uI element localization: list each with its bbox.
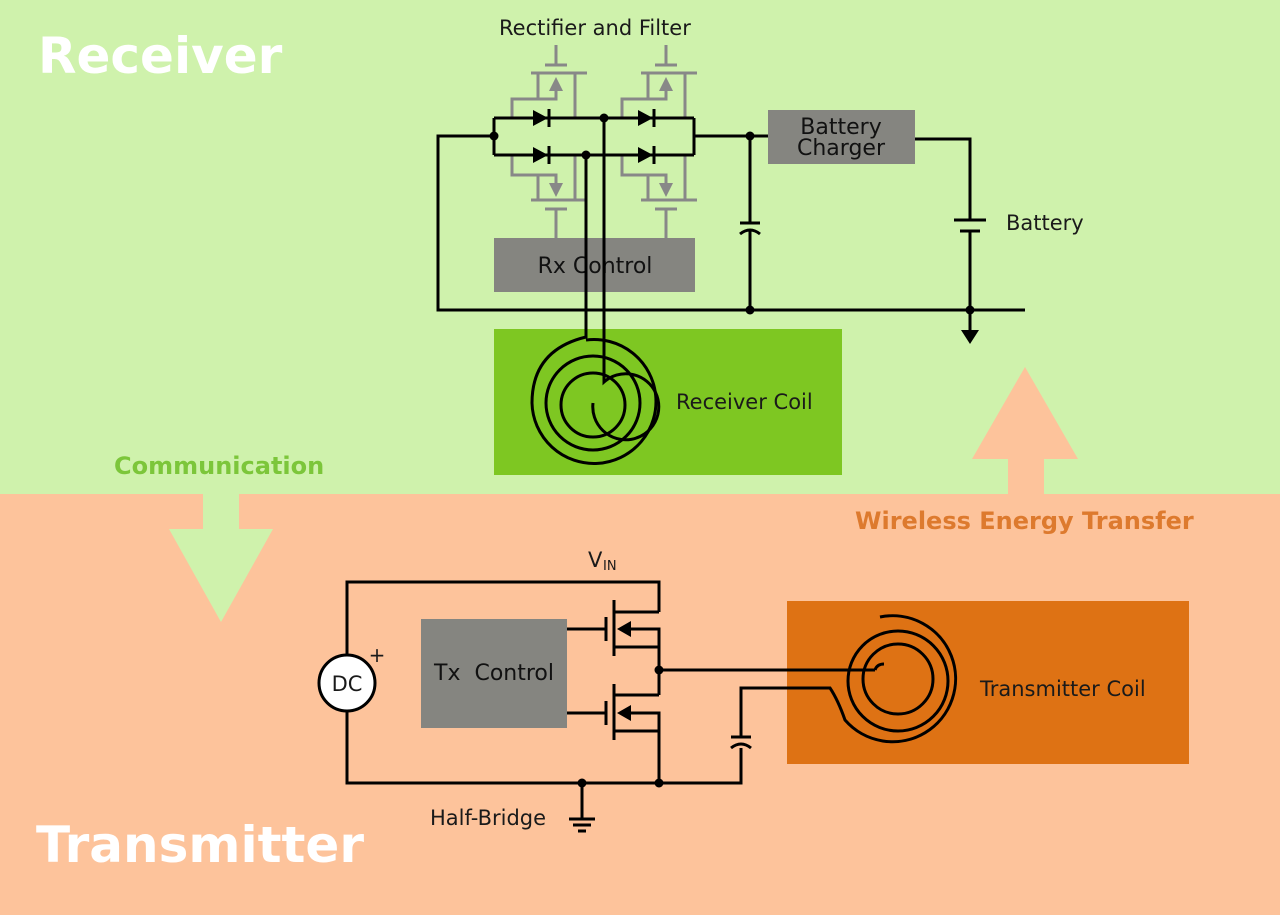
battery-charger-line1: Battery xyxy=(800,115,881,140)
diode-icon xyxy=(638,109,656,127)
dc-polarity: + xyxy=(369,643,386,667)
receiver-coil-label: Receiver Coil xyxy=(676,390,813,414)
half-bridge-label: Half-Bridge xyxy=(430,806,546,830)
ground-icon xyxy=(569,817,595,833)
mosfet-icon xyxy=(510,45,587,117)
rx-control-label: Rx Control xyxy=(538,254,653,279)
battery-charger-line2: Charger xyxy=(797,136,886,161)
coil-icon xyxy=(787,614,958,744)
rectifier-label: Rectifier and Filter xyxy=(499,16,691,40)
diode-icon xyxy=(533,146,551,164)
mosfet-icon xyxy=(620,45,697,117)
mosfet-icon xyxy=(620,155,697,238)
svg-text:IN: IN xyxy=(603,559,617,574)
ground-arrow-icon xyxy=(961,330,979,344)
coil-icon xyxy=(530,310,661,465)
battery-label: Battery xyxy=(1006,211,1084,235)
diode-icon xyxy=(638,146,656,164)
svg-text:V: V xyxy=(588,548,603,572)
dc-label: DC xyxy=(332,672,363,696)
energy-transfer-arrow xyxy=(972,367,1078,494)
rx-control-block: Rx Control xyxy=(494,238,695,292)
dc-source: DC + xyxy=(317,643,386,713)
transmitter-title: Transmitter xyxy=(36,816,364,874)
communication-label: Communication xyxy=(114,452,324,480)
rectifier-mosfets xyxy=(510,45,697,238)
battery-charger-block: Battery Charger xyxy=(768,110,915,164)
half-bridge-circuit: DC + xyxy=(317,580,880,833)
transmitter-coil-block: Transmitter Coil xyxy=(787,601,1189,764)
receiver-title: Receiver xyxy=(38,27,283,85)
mosfet-icon xyxy=(510,155,587,238)
diode-icon xyxy=(533,109,551,127)
tx-control-block: Tx Control xyxy=(421,619,567,728)
energy-transfer-label: Wireless Energy Transfer xyxy=(855,507,1194,535)
high-side-mosfet-icon xyxy=(567,600,661,656)
receiver-coil-block: Receiver Coil xyxy=(494,310,842,475)
communication-arrow xyxy=(169,494,273,622)
rectifier-bridge xyxy=(436,109,1025,378)
transmitter-coil-label: Transmitter Coil xyxy=(979,677,1146,701)
low-side-mosfet-icon xyxy=(567,684,661,783)
tx-control-label: Tx Control xyxy=(433,661,554,686)
vin-label: V IN xyxy=(588,548,617,574)
